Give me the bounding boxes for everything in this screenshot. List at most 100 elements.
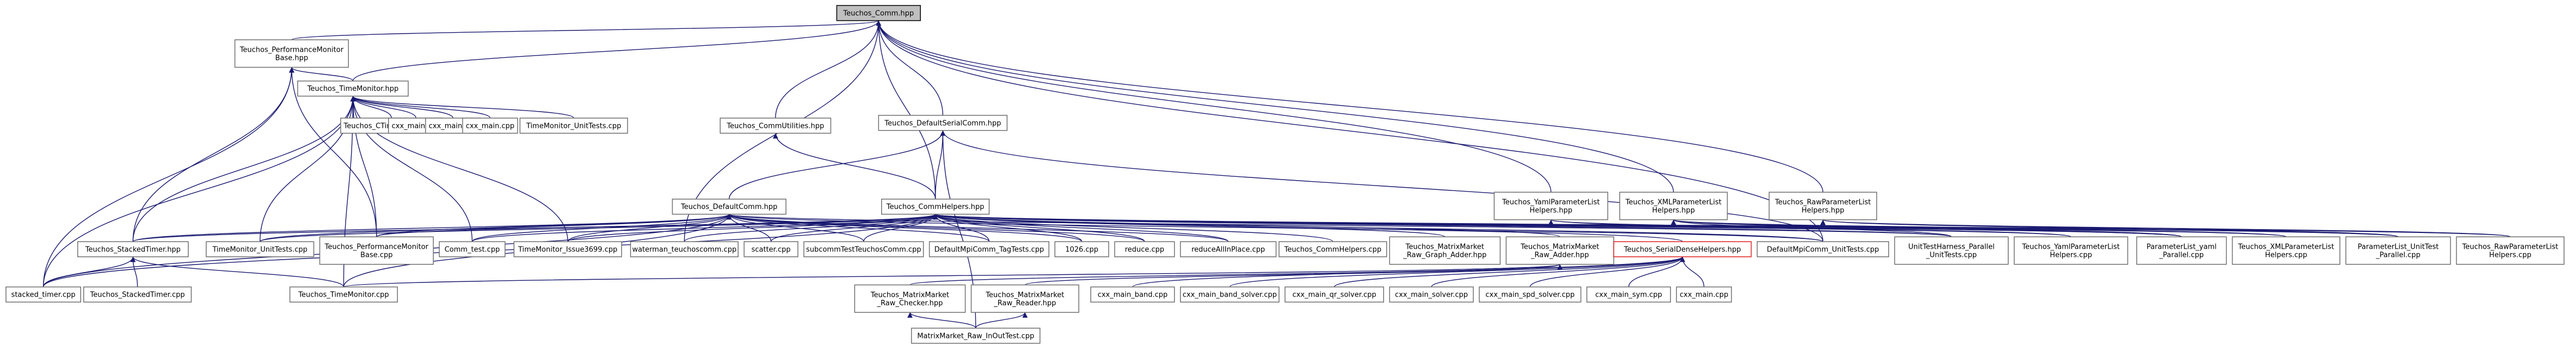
node-mmreader[interactable]: Teuchos_MatrixMarket_Raw_Reader.hpp [970, 284, 1079, 313]
include-edge [727, 213, 1824, 242]
include-edge [935, 130, 946, 199]
node-tmcpp[interactable]: Teuchos_TimeMonitor.cpp [289, 286, 398, 303]
node-box [289, 286, 398, 303]
node-label: reduceAllInPlace.cpp [1191, 245, 1265, 254]
node-spdsolver[interactable]: cxx_main_spd_solver.cpp [1479, 286, 1582, 303]
node-mmadder[interactable]: Teuchos_MatrixMarket_Raw_Adder.hpp [1505, 236, 1614, 265]
include-edge [1333, 256, 1685, 287]
include-edge [876, 20, 944, 115]
node-mmchecker[interactable]: Teuchos_MatrixMarket_Raw_Checker.hpp [854, 284, 966, 313]
node-label: TimeMonitor_Issue3699.cpp [518, 245, 617, 254]
include-edge [1680, 256, 1705, 287]
node-tmissue[interactable]: TimeMonitor_Issue3699.cpp [513, 241, 622, 257]
node-label: ParameterList_yaml [2147, 243, 2217, 251]
node-label: Comm_test.cpp [445, 245, 500, 254]
node-label: Teuchos_TimeMonitor.cpp [298, 291, 389, 299]
include-edge [130, 256, 345, 287]
node-box [1284, 286, 1384, 303]
node-label: ParameterList_UnitTest [2358, 243, 2439, 251]
node-box [720, 118, 832, 134]
node-box [1479, 286, 1582, 303]
node-qrsolver[interactable]: cxx_main_qr_solver.cpp [1284, 286, 1384, 303]
node-comm[interactable]: Teuchos_Comm.hpp [836, 5, 921, 21]
node-box [206, 241, 315, 257]
node-uthp[interactable]: UnitTestHarness_Parallel_UnitTests.cpp [1894, 236, 2009, 265]
node-box [83, 286, 192, 303]
node-band[interactable]: cxx_main_band.cpp [1090, 286, 1175, 303]
node-plyaml[interactable]: ParameterList_yaml_Parallel.cpp [2136, 236, 2227, 265]
include-edge [876, 20, 1552, 193]
node-box [881, 199, 990, 215]
node-n1026[interactable]: 1026.cpp [1054, 241, 1109, 257]
include-edge [1821, 219, 2399, 237]
node-box [77, 241, 189, 257]
node-waterman[interactable]: waterman_teuchoscomm.cpp [630, 241, 739, 257]
node-subcomm[interactable]: subcommTestTeuchosComm.cpp [803, 241, 924, 257]
node-cxxmain3[interactable]: cxx_main.cpp [462, 118, 518, 134]
node-plut[interactable]: ParameterList_UnitTest_Parallel.cpp [2345, 236, 2451, 265]
node-box [1619, 192, 1728, 220]
node-box [1505, 236, 1614, 265]
node-stackedcpp[interactable]: Teuchos_StackedTimer.cpp [83, 286, 192, 303]
node-label: Teuchos_XMLParameterList [1625, 198, 1722, 206]
node-label: Teuchos_StackedTimer.hpp [85, 245, 181, 254]
node-serialdense[interactable]: Teuchos_SerialDenseHelpers.hpp [1613, 241, 1752, 257]
include-edge [1671, 219, 1952, 237]
node-reduceall[interactable]: reduceAllInPlace.cpp [1180, 241, 1277, 257]
node-label: Teuchos_Comm.hpp [843, 9, 914, 17]
node-defserial[interactable]: Teuchos_DefaultSerialComm.hpp [878, 115, 1008, 131]
node-label: Helpers.hpp [1652, 206, 1695, 214]
node-commhelpcpp[interactable]: Teuchos_CommHelpers.cpp [1278, 241, 1387, 257]
node-scatter[interactable]: scatter.cpp [743, 241, 798, 257]
node-defmpi[interactable]: DefaultMpiComm_TagTests.cpp [929, 241, 1049, 257]
node-sym[interactable]: cxx_main_sym.cpp [1586, 286, 1671, 303]
node-commhelp[interactable]: Teuchos_CommHelpers.hpp [881, 199, 990, 215]
node-defcomm[interactable]: Teuchos_DefaultComm.hpp [672, 199, 786, 215]
include-edge [932, 214, 1083, 242]
edge-layer [42, 20, 2511, 329]
node-box [1090, 286, 1175, 303]
node-box [2231, 236, 2340, 265]
node-mminout[interactable]: MatrixMarket_Raw_InOutTest.cpp [911, 328, 1041, 344]
include-edge [727, 213, 1952, 237]
node-label: Teuchos_MatrixMarket [870, 291, 949, 299]
node-commutil[interactable]: Teuchos_CommUtilities.hpp [720, 118, 832, 134]
node-label: cxx_main_qr_solver.cpp [1293, 291, 1376, 299]
include-edge [876, 20, 936, 199]
include-edge [933, 213, 1824, 242]
include-edge [684, 213, 938, 242]
include-edge [1229, 256, 1685, 287]
include-edge [932, 214, 1145, 242]
node-defmpiut[interactable]: DefaultMpiComm_UnitTests.cpp [1756, 241, 1889, 257]
node-box [1756, 241, 1889, 257]
node-label: TimeMonitor_UnitTests.cpp [212, 245, 308, 254]
node-box [878, 115, 1008, 131]
node-timemon[interactable]: Teuchos_TimeMonitor.hpp [297, 81, 409, 97]
node-box [1676, 286, 1732, 303]
node-label: Teuchos_DefaultSerialComm.hpp [884, 119, 1001, 127]
node-label: Teuchos_MatrixMarket [1405, 243, 1484, 251]
node-reduce[interactable]: reduce.cpp [1114, 241, 1175, 257]
node-solver[interactable]: cxx_main_solver.cpp [1389, 286, 1474, 303]
node-cxxmain4[interactable]: cxx_main.cpp [1676, 286, 1732, 303]
include-edge [727, 213, 1145, 242]
node-stackedh[interactable]: Teuchos_StackedTimer.hpp [77, 241, 189, 257]
node-commtest[interactable]: Comm_test.cpp [439, 241, 506, 257]
node-tmunit[interactable]: TimeMonitor_UnitTests.cpp [519, 118, 628, 134]
node-box [1613, 241, 1752, 257]
node-bandsolver[interactable]: cxx_main_band_solver.cpp [1180, 286, 1280, 303]
node-stackedtimecpp[interactable]: stacked_timer.cpp [5, 286, 81, 303]
node-label: cxx_main_band.cpp [1098, 291, 1168, 299]
node-box [2456, 236, 2565, 265]
node-tmut2[interactable]: TimeMonitor_UnitTests.cpp [206, 241, 315, 257]
node-mmgraph[interactable]: Teuchos_MatrixMarket_Raw_Graph_Adder.hpp [1389, 236, 1501, 265]
